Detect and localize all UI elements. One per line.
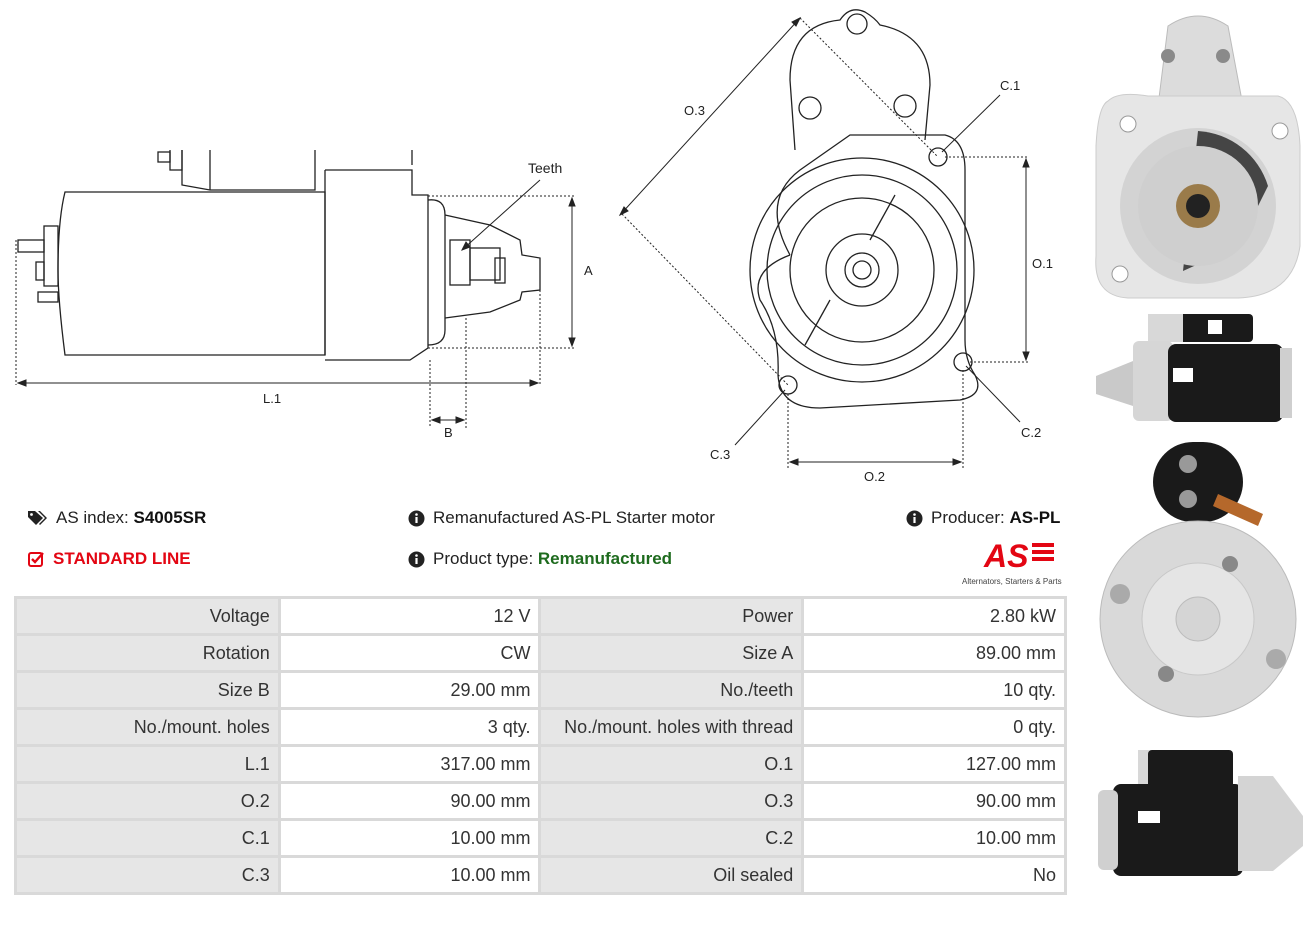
spec-key: O.2 [17,784,278,818]
spec-key: Rotation [17,636,278,670]
spec-key: No./mount. holes [17,710,278,744]
logo-tagline: Alternators, Starters & Parts [962,577,1062,586]
spec-key: No./mount. holes with thread [541,710,802,744]
dim-c3-label: C.3 [710,447,730,462]
spec-key: C.2 [541,821,802,855]
spec-value: 89.00 mm [804,636,1064,670]
spec-key: O.3 [541,784,802,818]
spec-key: C.3 [17,858,278,892]
spec-value: 12 V [280,599,539,633]
checkbox-checked-icon [28,552,44,567]
tags-icon [28,511,47,525]
spec-value: 10.00 mm [280,858,539,892]
dim-c1-label: C.1 [1000,78,1020,93]
spec-value: 10.00 mm [280,821,539,855]
spec-value: No [804,858,1064,892]
as-logo-mark: AS [983,538,1054,574]
info-icon [408,551,425,567]
producer-label: Producer: [931,508,1005,527]
description-text: Remanufactured AS-PL Starter motor [433,508,715,527]
spec-value: 10.00 mm [804,821,1064,855]
dim-o2-label: O.2 [864,469,885,484]
spec-key: Size A [541,636,802,670]
as-pl-logo: AS Alternators, Starters & Parts [962,538,1068,586]
spec-value: 29.00 mm [280,673,539,707]
teeth-label: Teeth [528,160,562,176]
product-type-label: Product type: [433,549,534,568]
product-type: Product type: Remanufactured [408,549,672,569]
spec-key: Oil sealed [541,858,802,892]
spec-key: Power [541,599,802,633]
info-icon [408,510,425,526]
dim-o3-label: O.3 [684,103,705,118]
dim-o1-label: O.1 [1032,256,1053,271]
info-icon [906,510,923,526]
producer: Producer: AS-PL [906,508,1060,528]
front-view-drawing: O.3 C.1 O.1 C.2 O.2 C.3 [618,9,1053,484]
product-photo-side-2 [1098,750,1303,876]
spec-key: Voltage [17,599,278,633]
standard-line-label: STANDARD LINE [53,549,191,568]
spec-key: L.1 [17,747,278,781]
spec-key: No./teeth [541,673,802,707]
spec-value: 2.80 kW [804,599,1064,633]
spec-value: 317.00 mm [280,747,539,781]
dim-b-label: B [444,425,453,440]
description: Remanufactured AS-PL Starter motor [408,508,715,528]
spec-value: 127.00 mm [804,747,1064,781]
standard-line: STANDARD LINE [28,549,191,569]
producer-value: AS-PL [1009,508,1061,527]
product-photo-rear [1099,442,1297,718]
product-photo-side-1 [1096,314,1292,422]
spec-value: 90.00 mm [804,784,1064,818]
spec-key: C.1 [17,821,278,855]
as-index-value: S4005SR [133,508,207,527]
dim-a-label: A [584,263,593,278]
product-photo-front [1095,15,1301,299]
dim-l1-label: L.1 [263,391,281,406]
as-index-label: AS index: [56,508,129,527]
spec-value: 3 qty. [280,710,539,744]
product-type-value: Remanufactured [537,549,673,568]
dim-c2-label: C.2 [1021,425,1041,440]
spec-value: 0 qty. [804,710,1064,744]
spec-value: CW [280,636,539,670]
side-view-drawing: Teeth A B L.1 [15,150,593,440]
spec-key: Size B [17,673,278,707]
spec-key: O.1 [541,747,802,781]
spec-value: 90.00 mm [280,784,539,818]
logo-text: AS [983,538,1029,572]
spec-value: 10 qty. [804,673,1064,707]
as-index: AS index: S4005SR [28,508,206,528]
